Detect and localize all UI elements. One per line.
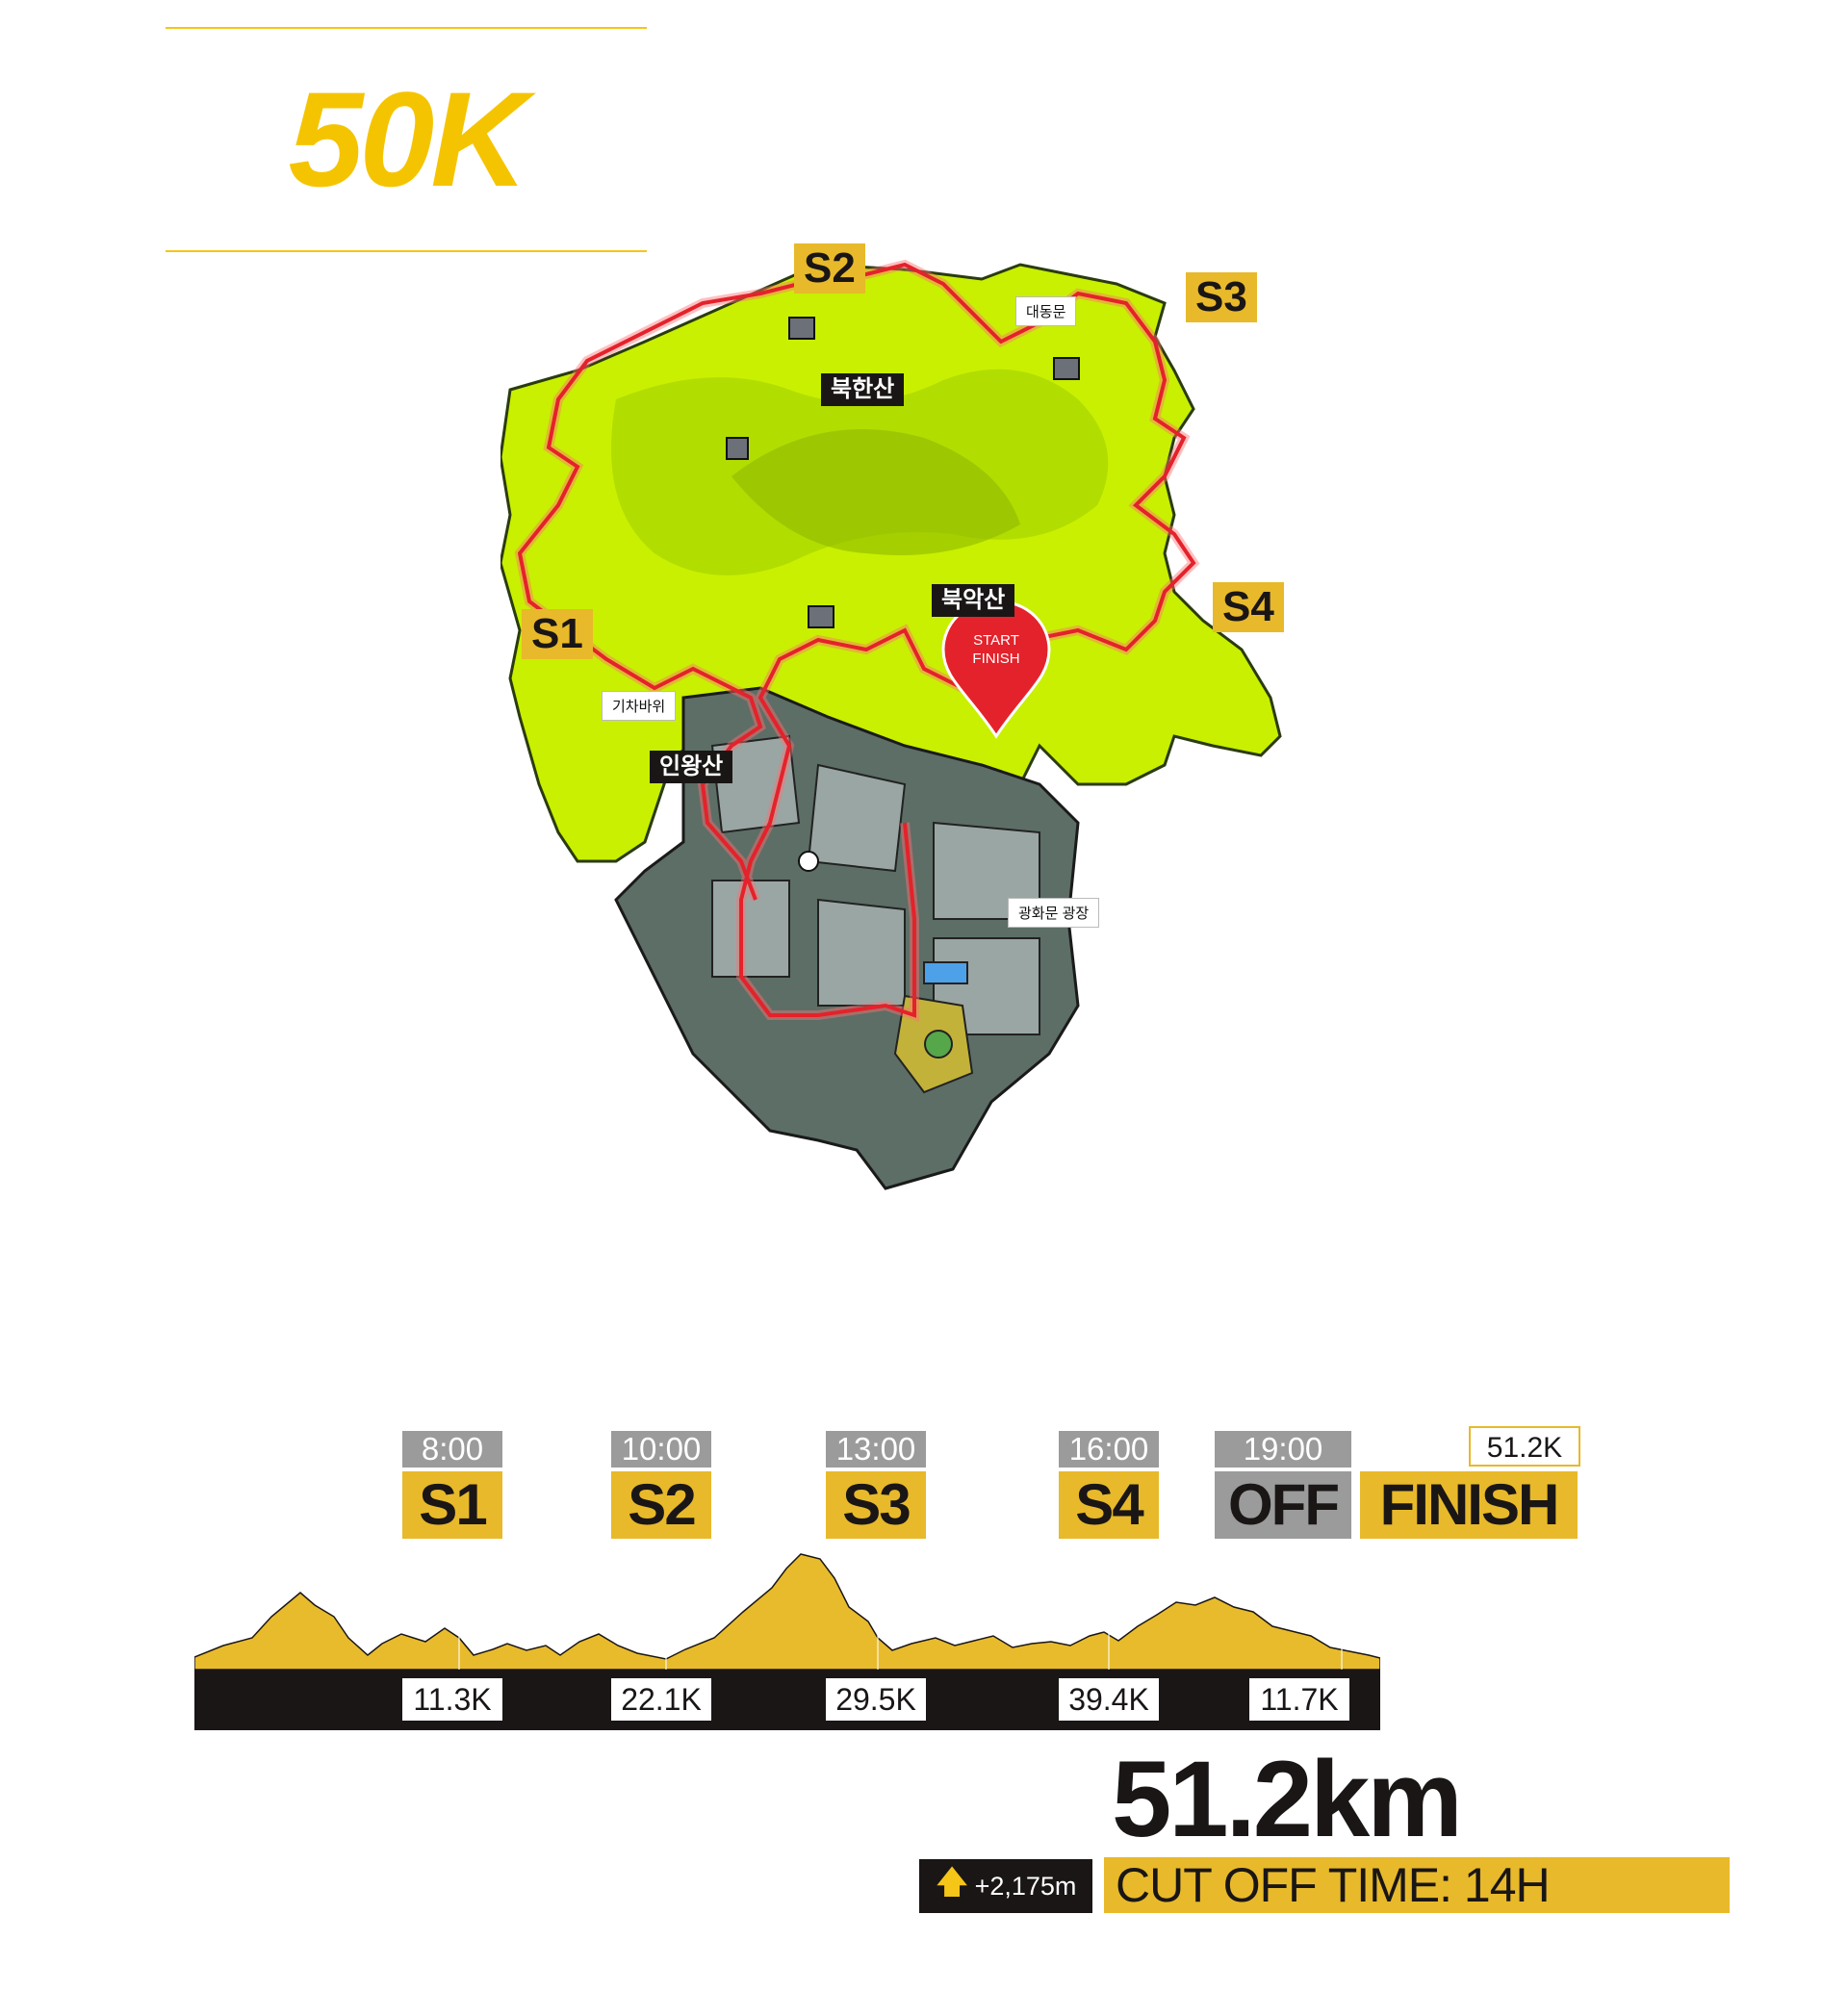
checkpoint-time-s2: 10:00 [611,1431,711,1468]
map-stage-s4: S4 [1213,582,1284,632]
peak-inwangsan: 인왕산 [650,751,733,783]
landmark-daedongmun: 대동문 [1015,296,1077,326]
map-stage-s2: S2 [794,243,865,294]
elevation-gain: 🡅 +2,175m [919,1859,1092,1913]
segment-distance-4: 39.4K [1059,1678,1159,1721]
landmark-gwanghwamun: 광화문 광장 [1008,898,1100,928]
checkpoint-time-off: 19:00 [1215,1431,1351,1468]
checkpoint-finish: FINISH [1360,1471,1578,1539]
building-blue [923,961,968,984]
checkpoint-s1: S1 [402,1471,502,1539]
segment-distance-2: 22.1K [611,1678,711,1721]
park-pond [924,1030,953,1059]
up-arrow-icon: 🡅 [935,1863,969,1901]
junction-marker [798,851,819,872]
cutoff-time: CUT OFF TIME: 14H [1104,1857,1730,1913]
finish-distance: 51.2K [1469,1426,1580,1467]
gate-icon [1053,357,1080,380]
peak-bukhansan: 북한산 [821,373,905,406]
checkpoint-s4: S4 [1059,1471,1159,1539]
peak-bugaksan: 북악산 [932,584,1015,617]
gate-icon [808,605,834,628]
segment-distance-5: 11.7K [1249,1678,1349,1721]
checkpoint-off: OFF [1215,1471,1351,1539]
header-bottom-rule [166,250,647,252]
elevation-profile [194,1553,1380,1670]
gate-icon [788,317,815,340]
start-finish-pin [941,600,1051,739]
map-stage-s3: S3 [1186,272,1257,322]
central-ridge [732,429,1020,555]
finish-label: FINISH [972,651,1019,667]
header-top-rule [166,27,647,29]
course-map-drawing: START FINISH [499,259,1282,1190]
gate-icon [726,437,749,460]
checkpoint-time-s3: 13:00 [826,1431,926,1468]
distance-bar [194,1670,1380,1730]
start-label: START [973,632,1019,649]
elevation-gain-value: +2,175m [974,1871,1077,1901]
elevation-area [194,1553,1380,1670]
segment-dividers [458,1607,1343,1670]
landmark-gichabawi: 기차바위 [602,691,677,721]
course-map: START FINISH S1 S2 S3 S4 북한산 북악산 인왕산 대동문… [499,243,1328,1208]
segment-distance-3: 29.5K [826,1678,926,1721]
race-title: 50K [288,64,528,215]
checkpoint-time-s4: 16:00 [1059,1431,1159,1468]
checkpoint-time-s1: 8:00 [402,1431,502,1468]
map-stage-s1: S1 [522,609,593,659]
checkpoint-s2: S2 [611,1471,711,1539]
checkpoint-s3: S3 [826,1471,926,1539]
segment-distance-1: 11.3K [402,1678,502,1721]
total-distance: 51.2km [1112,1739,1463,1859]
